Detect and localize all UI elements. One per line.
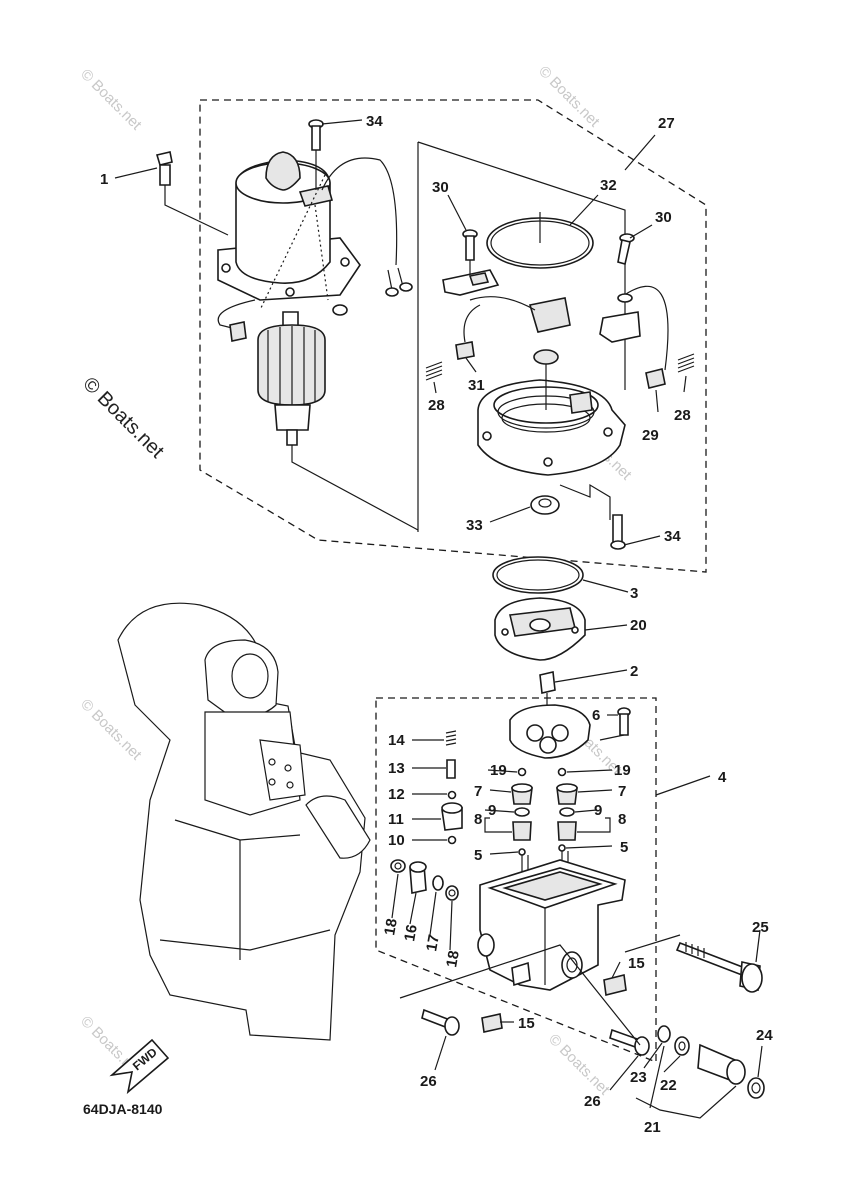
callout-30-left: 30 bbox=[432, 179, 449, 196]
brush-29 bbox=[645, 368, 666, 389]
bolt-26-right bbox=[609, 1028, 650, 1056]
watermark-top-right: © Boats.net bbox=[535, 63, 603, 131]
motor-base bbox=[477, 349, 626, 476]
callout-8-left: 8 bbox=[474, 811, 482, 828]
callout-34-top: 34 bbox=[366, 113, 383, 130]
bolt-26-left bbox=[421, 1008, 460, 1036]
callout-20: 20 bbox=[630, 617, 647, 634]
bolt-1 bbox=[155, 151, 229, 236]
callout-30-right: 30 bbox=[655, 209, 672, 226]
callout-14: 14 bbox=[388, 732, 405, 749]
callout-26-right: 26 bbox=[584, 1093, 601, 1110]
callout-15-right: 15 bbox=[628, 955, 645, 972]
gear-plate-20 bbox=[494, 597, 586, 661]
callout-5-right: 5 bbox=[620, 839, 628, 856]
callout-34-bottom: 34 bbox=[664, 528, 681, 545]
callout-33: 33 bbox=[466, 517, 483, 534]
o-ring-3 bbox=[492, 556, 584, 594]
callout-25: 25 bbox=[752, 919, 769, 936]
valve-body-boundary bbox=[375, 697, 657, 1063]
brush-holder-right bbox=[599, 285, 669, 371]
drawing-code: 64DJA-8140 bbox=[83, 1101, 163, 1117]
watermark-mid-left: © Boats.net bbox=[77, 696, 145, 764]
bolt-25 bbox=[675, 941, 763, 993]
callout-11: 11 bbox=[388, 811, 404, 828]
motor-yoke bbox=[217, 151, 413, 316]
callout-4: 4 bbox=[718, 769, 727, 786]
callout-26-left: 26 bbox=[420, 1073, 437, 1090]
brush-31 bbox=[455, 304, 481, 360]
callout-22: 22 bbox=[660, 1077, 677, 1094]
watermark-top-left: © Boats.net bbox=[77, 66, 145, 134]
pump-gear-housing bbox=[509, 704, 591, 759]
screw-34-bottom bbox=[610, 514, 626, 550]
brush-holder-center bbox=[469, 296, 571, 333]
screw-30-right bbox=[617, 233, 635, 266]
callout-13: 13 bbox=[388, 760, 405, 777]
callout-19-left: 19 bbox=[490, 762, 507, 779]
callout-31: 31 bbox=[468, 377, 485, 394]
callout-19-right: 19 bbox=[614, 762, 631, 779]
brush-lead-left bbox=[217, 299, 256, 342]
callout-18-right: 18 bbox=[443, 949, 463, 968]
callout-8-right: 8 bbox=[618, 811, 626, 828]
side-fittings bbox=[390, 859, 459, 901]
o-ring-32 bbox=[486, 212, 594, 269]
callout-1: 1 bbox=[100, 171, 108, 188]
outboard-bracket-ghost bbox=[117, 602, 371, 1041]
callout-6: 6 bbox=[592, 707, 600, 724]
cover-subassembly-bracket bbox=[417, 141, 626, 532]
callout-15-left: 15 bbox=[518, 1015, 535, 1032]
callout-2: 2 bbox=[630, 663, 638, 680]
callout-9-left: 9 bbox=[488, 802, 496, 819]
callout-16: 16 bbox=[401, 923, 421, 942]
oil-seal-33 bbox=[530, 483, 611, 520]
callout-28-right: 28 bbox=[674, 407, 691, 424]
spring-28-left bbox=[425, 361, 443, 381]
callout-7-right: 7 bbox=[618, 783, 626, 800]
valve-body bbox=[477, 859, 626, 991]
armature bbox=[257, 311, 419, 531]
fwd-arrow-icon: FWD bbox=[109, 1038, 170, 1095]
screw-6 bbox=[599, 707, 631, 741]
callout-9-right: 9 bbox=[594, 802, 602, 819]
leader-lines bbox=[114, 119, 763, 1119]
callout-32: 32 bbox=[600, 177, 617, 194]
callout-7-left: 7 bbox=[474, 783, 482, 800]
callout-18-left: 18 bbox=[381, 917, 401, 936]
spring-28-right bbox=[677, 353, 695, 373]
callout-17: 17 bbox=[423, 933, 443, 952]
motor-assembly-boundary bbox=[199, 99, 707, 573]
callout-27: 27 bbox=[658, 115, 675, 132]
brush-holder-left bbox=[442, 269, 500, 296]
callout-5-left: 5 bbox=[474, 847, 482, 864]
callout-24: 24 bbox=[756, 1027, 773, 1044]
valve-small-parts bbox=[441, 730, 578, 915]
plug-15-right bbox=[603, 974, 627, 996]
callout-21: 21 bbox=[644, 1119, 661, 1136]
callout-29: 29 bbox=[642, 427, 659, 444]
valve-fitting-21 bbox=[657, 1025, 765, 1099]
watermark-left: © Boats.net bbox=[78, 373, 168, 463]
callout-23: 23 bbox=[630, 1069, 647, 1086]
callout-10: 10 bbox=[388, 832, 405, 849]
callout-labels: 1 2 3 4 5 5 6 7 7 8 8 9 9 10 11 12 13 14… bbox=[100, 113, 773, 1136]
callout-28-left: 28 bbox=[428, 397, 445, 414]
callout-12: 12 bbox=[388, 786, 405, 803]
plug-15-left bbox=[481, 1013, 503, 1033]
screw-30-left bbox=[462, 229, 478, 282]
callout-3: 3 bbox=[630, 585, 638, 602]
